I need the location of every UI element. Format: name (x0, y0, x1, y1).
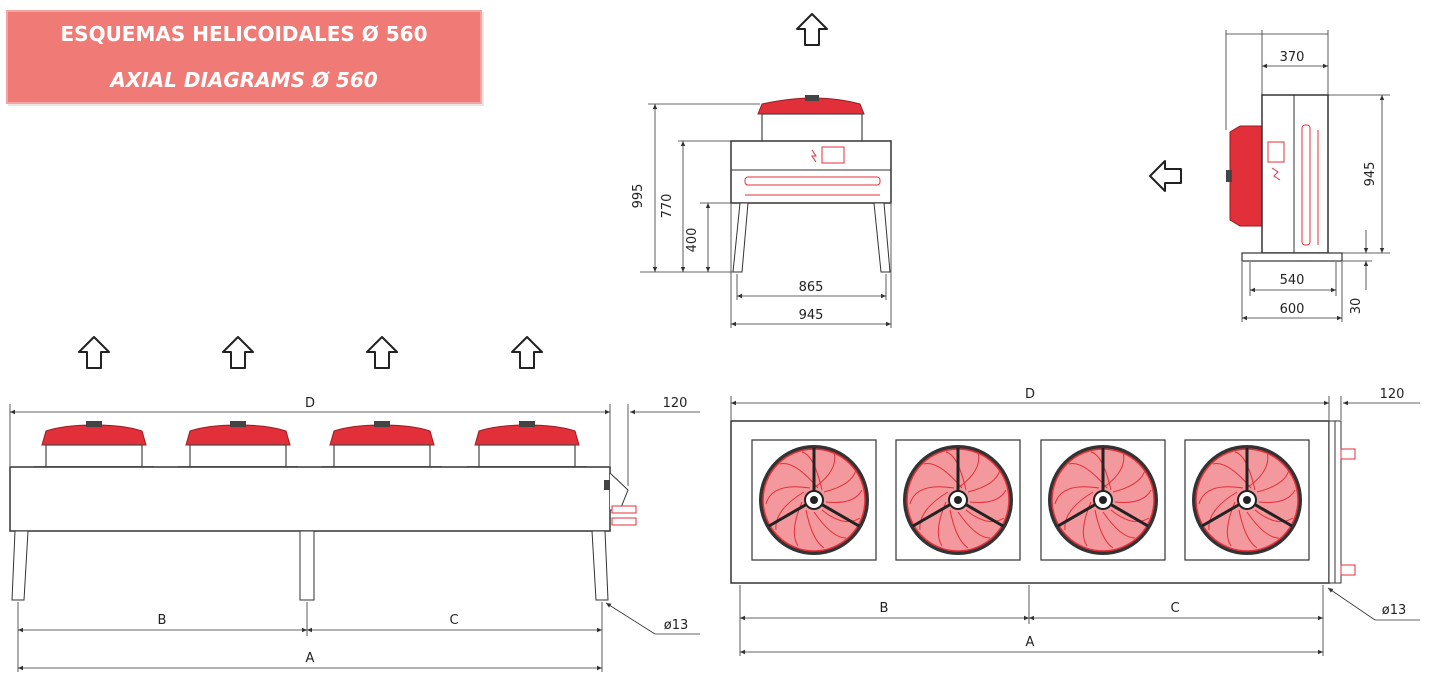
dim-D: D (305, 396, 315, 411)
fan-icon (321, 420, 443, 468)
dim-A: A (306, 651, 315, 666)
dim-945: 945 (799, 308, 824, 323)
dim-phi13: ø13 (664, 618, 689, 633)
plan-dim-C: C (1170, 601, 1179, 616)
dim-400: 400 (685, 228, 700, 253)
front-view: 995 770 400 865 945 (631, 13, 892, 328)
fan-icon (33, 420, 155, 468)
plan-dim-D: D (1025, 387, 1035, 402)
dim-540: 540 (1280, 273, 1305, 288)
dim-865: 865 (799, 280, 824, 295)
dim-120: 120 (663, 396, 688, 411)
fan-icon (1183, 438, 1311, 562)
title-english: AXIAL DIAGRAMS Ø 560 (110, 68, 378, 92)
title-spanish: ESQUEMAS HELICOIDALES Ø 560 (60, 22, 428, 46)
dim-600: 600 (1280, 302, 1305, 317)
airflow-up-arrow-icon (511, 336, 543, 369)
airflow-up-arrow-icon (796, 13, 828, 46)
plan-dim-A: A (1026, 635, 1035, 650)
airflow-up-arrow-icon (366, 336, 398, 369)
dim-C: C (449, 613, 458, 628)
airflow-up-arrow-icon (78, 336, 110, 369)
fan-icon (750, 438, 878, 562)
dim-770: 770 (660, 194, 675, 219)
plan-dim-phi13: ø13 (1382, 603, 1407, 618)
dim-945-side: 945 (1363, 162, 1378, 187)
title-banner: ESQUEMAS HELICOIDALES Ø 560 AXIAL DIAGRA… (6, 10, 482, 104)
airflow-left-arrow-icon (1149, 160, 1182, 192)
fan-icon (466, 420, 588, 468)
fan-icon (894, 438, 1022, 562)
side-view: 370 945 540 600 30 (1149, 30, 1390, 322)
dim-370: 370 (1280, 50, 1305, 65)
dim-B: B (158, 613, 167, 628)
plan-dim-120: 120 (1380, 387, 1405, 402)
fan-icon (1039, 438, 1167, 562)
dim-30: 30 (1349, 298, 1364, 315)
dim-995: 995 (631, 184, 646, 209)
airflow-up-arrow-icon (222, 336, 254, 369)
elevation-view: D 120 B C A ø13 (9, 336, 700, 672)
fan-icon (177, 420, 299, 468)
plan-dim-B: B (880, 601, 889, 616)
plan-view: D 120 B C A ø13 (730, 387, 1420, 656)
